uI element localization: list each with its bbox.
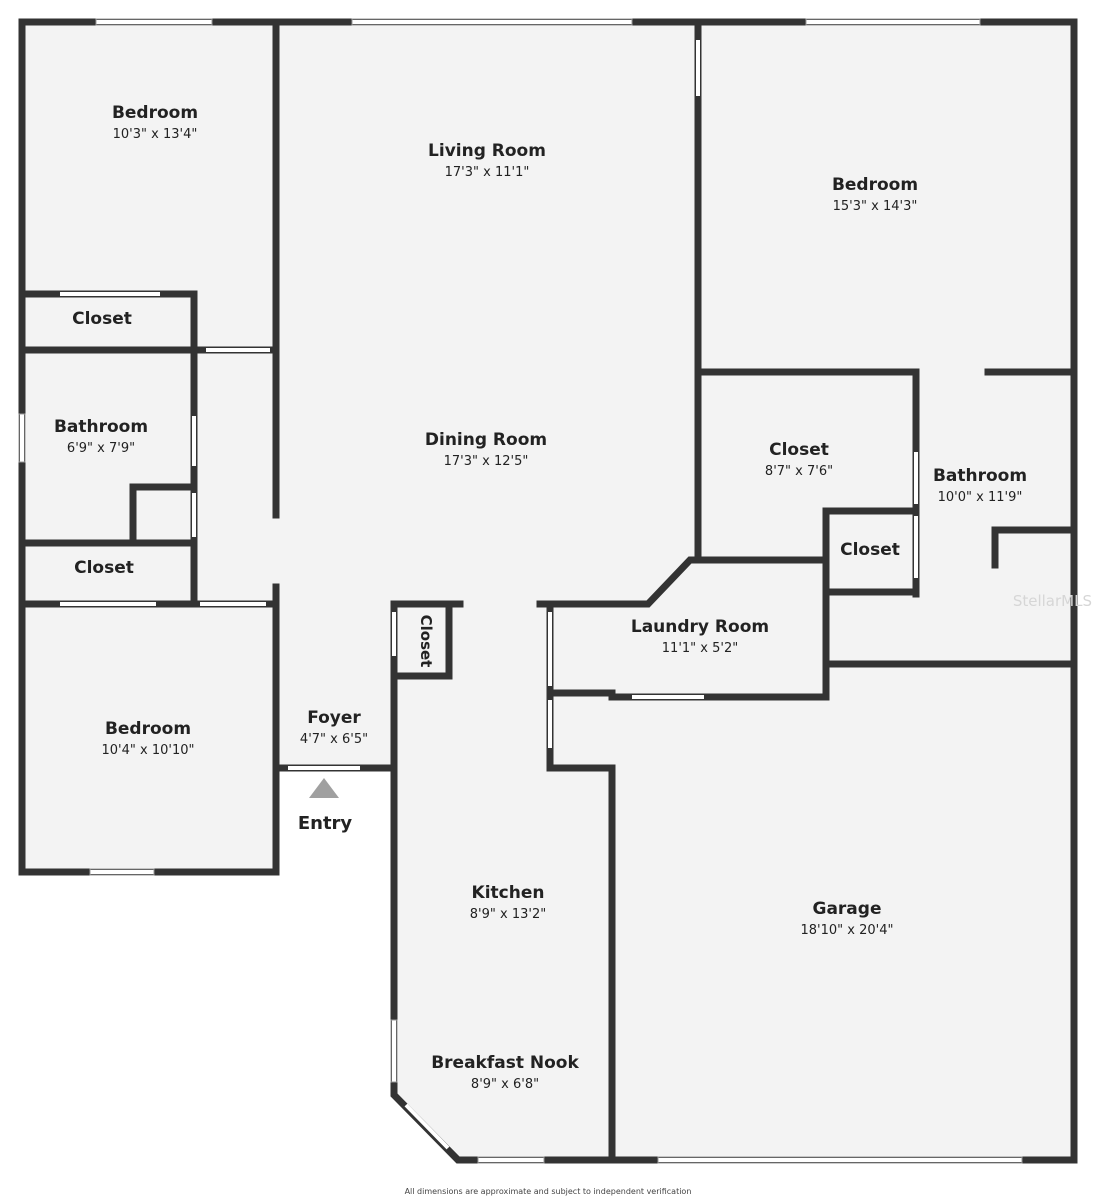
foyer-name: Foyer bbox=[307, 708, 361, 728]
entry-label: Entry bbox=[298, 813, 353, 834]
closet-foyer-name: Closet bbox=[417, 615, 435, 668]
bathroom-e-name: Bathroom bbox=[933, 466, 1027, 486]
foyer-dims: 4'7" x 6'5" bbox=[300, 732, 368, 747]
laundry-room-name: Laundry Room bbox=[631, 617, 769, 637]
kitchen-dims: 8'9" x 13'2" bbox=[470, 907, 546, 922]
bedroom-nw-name: Bedroom bbox=[112, 103, 198, 123]
bathroom-e-dims: 10'0" x 11'9" bbox=[938, 490, 1023, 505]
entry-arrow-icon bbox=[309, 778, 339, 798]
disclaimer: All dimensions are approximate and subje… bbox=[405, 1187, 692, 1196]
bathroom-w-dims: 6'9" x 7'9" bbox=[67, 441, 135, 456]
living-room-name: Living Room bbox=[428, 141, 546, 161]
garage-dims: 18'10" x 20'4" bbox=[801, 923, 894, 938]
bedroom-nw-dims: 10'3" x 13'4" bbox=[113, 127, 198, 142]
living-room-dims: 17'3" x 11'1" bbox=[445, 165, 530, 180]
watermark: StellarMLS bbox=[1013, 592, 1092, 610]
breakfast-nook-dims: 8'9" x 6'8" bbox=[471, 1077, 539, 1092]
dining-room-name: Dining Room bbox=[425, 430, 547, 450]
breakfast-nook-name: Breakfast Nook bbox=[431, 1053, 579, 1073]
dining-room-dims: 17'3" x 12'5" bbox=[444, 454, 529, 469]
closet-e-dims: 8'7" x 7'6" bbox=[765, 464, 833, 479]
bedroom-sw-name: Bedroom bbox=[105, 719, 191, 739]
closet-w-name: Closet bbox=[74, 558, 134, 578]
floor-fills bbox=[22, 22, 1074, 1160]
closet-e-name: Closet bbox=[769, 440, 829, 460]
bedroom-ne-name: Bedroom bbox=[832, 175, 918, 195]
bedroom-sw-dims: 10'4" x 10'10" bbox=[102, 743, 195, 758]
laundry-room-dims: 11'1" x 5'2" bbox=[662, 641, 738, 656]
closet-nw-name: Closet bbox=[72, 309, 132, 329]
kitchen-name: Kitchen bbox=[472, 883, 545, 903]
closet-small-e-name: Closet bbox=[840, 540, 900, 560]
garage-name: Garage bbox=[813, 899, 882, 919]
bathroom-w-name: Bathroom bbox=[54, 417, 148, 437]
windows bbox=[18, 18, 1023, 1164]
bedroom-ne-dims: 15'3" x 14'3" bbox=[833, 199, 918, 214]
